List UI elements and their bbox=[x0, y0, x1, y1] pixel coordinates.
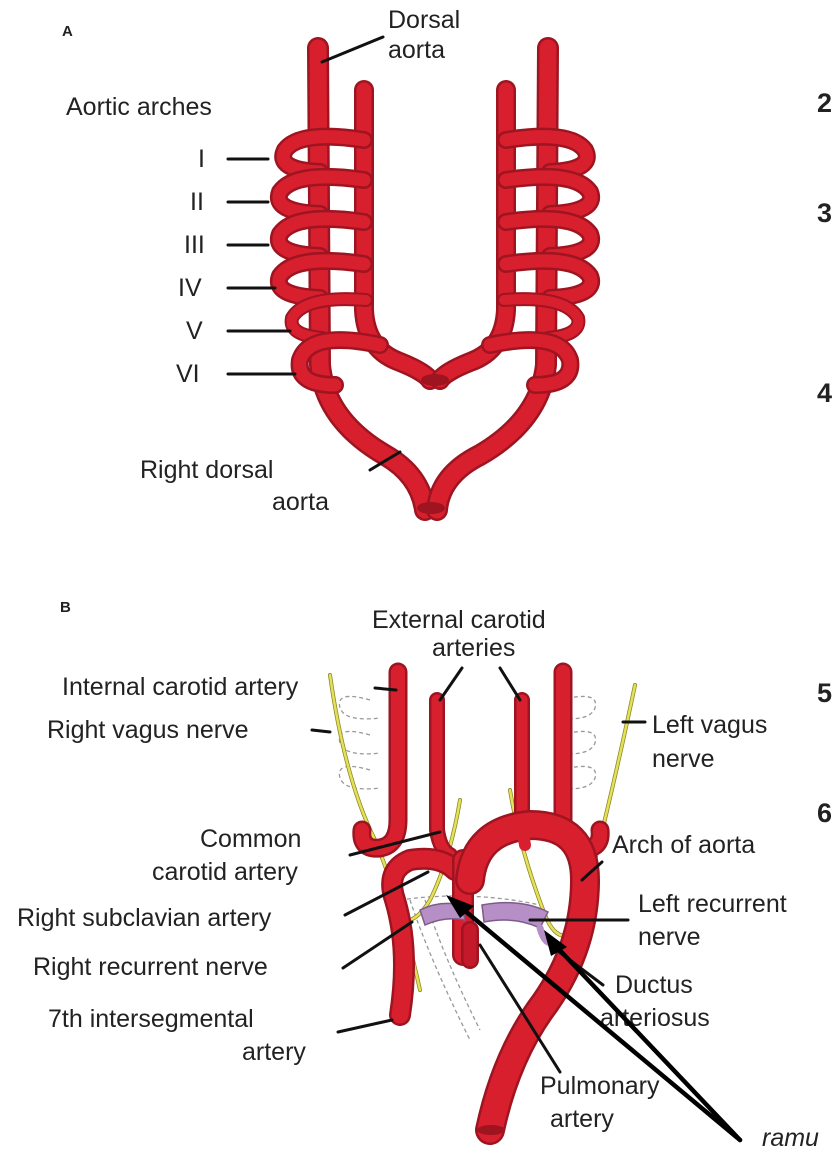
label-external-carotid-line1: External carotid bbox=[372, 606, 546, 634]
pulmonary-branches bbox=[420, 903, 552, 943]
label-right-dorsal-aorta-line2: aorta bbox=[272, 488, 329, 516]
arch-numeral: III bbox=[184, 231, 205, 259]
panel-a-tag: A bbox=[62, 23, 73, 40]
panel-a: A bbox=[62, 6, 591, 516]
arch-numeral: IV bbox=[178, 274, 202, 302]
label-pulmonary-line2: artery bbox=[550, 1105, 614, 1133]
leader-external-carotid bbox=[500, 668, 520, 700]
right-outer-dorsal-aorta bbox=[437, 48, 548, 510]
edge-number: 5 bbox=[817, 678, 832, 708]
leader-external-carotid bbox=[440, 668, 462, 700]
label-internal-carotid: Internal carotid artery bbox=[62, 673, 299, 701]
label-intersegmental-line2: artery bbox=[242, 1038, 306, 1066]
arch-numeral: V bbox=[186, 317, 203, 345]
leader-dorsal-aorta bbox=[322, 37, 383, 62]
label-arch-of-aorta: Arch of aorta bbox=[612, 831, 755, 859]
leader-right-vagus bbox=[312, 730, 330, 732]
left-arches bbox=[279, 137, 380, 385]
label-dorsal-aorta-line2: aorta bbox=[388, 36, 445, 64]
label-right-vagus: Right vagus nerve bbox=[47, 716, 249, 744]
ramu-text: ramu bbox=[762, 1124, 819, 1150]
label-right-dorsal-aorta-line1: Right dorsal bbox=[140, 456, 273, 484]
edge-numbers: 2 3 4 5 6 bbox=[817, 88, 832, 828]
label-left-vagus-line1: Left vagus bbox=[652, 711, 767, 739]
dorsal-aorta-opening bbox=[417, 502, 445, 514]
arch-numeral: I bbox=[198, 145, 205, 173]
panel-b: B bbox=[17, 599, 819, 1150]
label-pulmonary-line1: Pulmonary bbox=[540, 1072, 660, 1100]
label-intersegmental-line1: 7th intersegmental bbox=[48, 1005, 254, 1033]
edge-number: 2 bbox=[817, 88, 832, 118]
label-left-recurrent-line2: nerve bbox=[638, 923, 701, 951]
descending-aorta-opening bbox=[477, 1125, 505, 1135]
panel-a-vessels bbox=[279, 48, 591, 514]
arch-numeral: VI bbox=[176, 360, 200, 388]
panel-b-tag: B bbox=[60, 599, 71, 616]
label-common-carotid-line2: carotid artery bbox=[152, 858, 298, 886]
edge-number: 6 bbox=[817, 798, 832, 828]
label-left-vagus-line2: nerve bbox=[652, 745, 715, 773]
label-external-carotid-line2: arteries bbox=[432, 634, 515, 662]
edge-number: 4 bbox=[817, 378, 832, 408]
label-ductus-line1: Ductus bbox=[615, 971, 693, 999]
edge-number: 3 bbox=[817, 198, 832, 228]
label-aortic-arches: Aortic arches bbox=[66, 93, 212, 121]
label-right-recurrent: Right recurrent nerve bbox=[33, 953, 268, 981]
label-left-recurrent-line1: Left recurrent bbox=[638, 890, 787, 918]
right-arches bbox=[490, 137, 591, 385]
leader-intersegmental bbox=[338, 1020, 392, 1032]
label-dorsal-aorta-line1: Dorsal bbox=[388, 6, 460, 34]
leader-internal-carotid bbox=[375, 688, 396, 690]
label-right-subclavian: Right subclavian artery bbox=[17, 904, 272, 932]
label-common-carotid-line1: Common bbox=[200, 825, 301, 853]
arch-numeral: II bbox=[190, 188, 204, 216]
aortic-sac-opening bbox=[421, 374, 449, 386]
panel-b-vessels bbox=[362, 672, 600, 1135]
